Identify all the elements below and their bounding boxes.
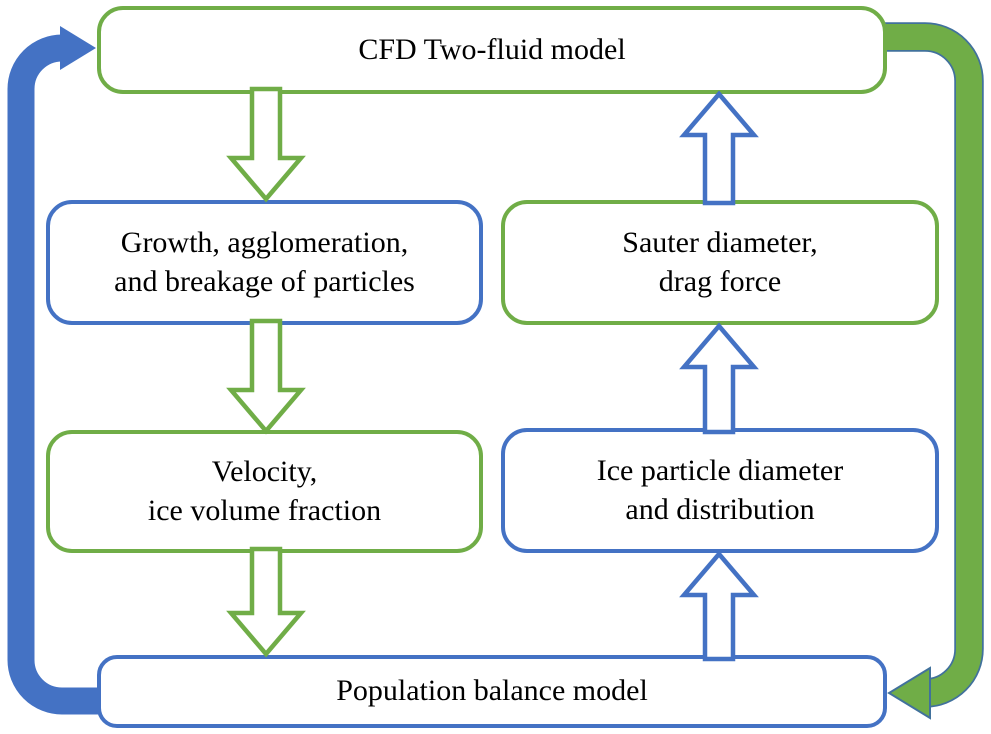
box-velocity-line-1: Velocity,	[211, 455, 318, 489]
box-growth-line-1: Growth, agglomeration,	[120, 226, 409, 260]
box-growth-agglomeration-breakage: Growth, agglomeration, and breakage of p…	[46, 200, 483, 325]
box-cfd-label: CFD Two-fluid model	[358, 32, 626, 66]
box-population-balance-model: Population balance model	[97, 655, 887, 728]
loop-arrow-left-head	[60, 26, 96, 70]
box-pbm-label: Population balance model	[336, 674, 648, 708]
box-velocity-ice-volume-fraction: Velocity, ice volume fraction	[46, 430, 483, 553]
box-sauter-line-1: Sauter diameter,	[622, 226, 818, 260]
box-velocity-line-2: ice volume fraction	[147, 493, 382, 527]
box-growth-line-2: and breakage of particles	[114, 264, 415, 298]
box-sauter-diameter-drag-force: Sauter diameter, drag force	[501, 200, 939, 325]
box-cfd-two-fluid-model: CFD Two-fluid model	[97, 6, 887, 94]
box-sauter-line-2: drag force	[658, 264, 782, 298]
loop-arrow-right-head	[887, 666, 931, 720]
box-ice-line-1: Ice particle diameter	[596, 454, 844, 488]
box-ice-particle-diameter-distribution: Ice particle diameter and distribution	[501, 428, 939, 553]
box-ice-line-2: and distribution	[625, 492, 815, 526]
loop-arrow-right	[884, 22, 984, 720]
loop-arrow-left	[7, 26, 102, 715]
